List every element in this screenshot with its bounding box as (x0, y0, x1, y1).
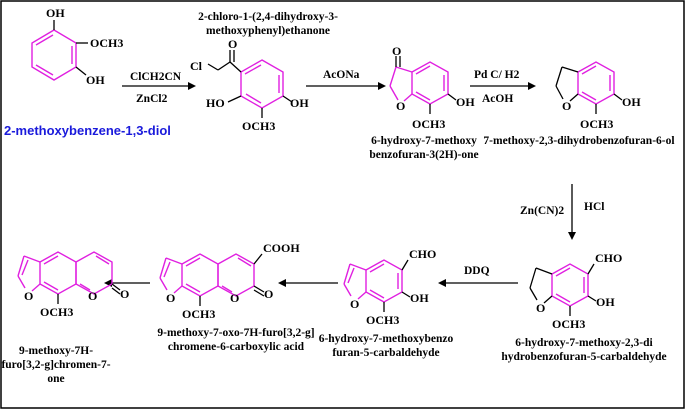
compound-2: 2-chloro-1-(2,4-dihydroxy-3- methoxyphen… (190, 11, 338, 133)
c2-name-2: methoxyphenyl)ethanone (206, 25, 330, 37)
c3-ketone-o: O (392, 44, 401, 58)
c4-oh: OH (622, 95, 641, 109)
c3-och3: OCH3 (412, 117, 445, 131)
c6-oh: OH (410, 291, 429, 305)
c8-pyran-o: O (88, 289, 97, 303)
c8-keto-o: O (120, 287, 129, 301)
step-1: ClCH2CN ZnCl2 (122, 71, 196, 105)
c2-och3: OCH3 (242, 119, 275, 133)
c5-name-1: 6-hydroxy-7-methoxy-2,3-di (515, 337, 653, 349)
c4-och3: OCH3 (580, 117, 613, 131)
c8-och3: OCH3 (40, 305, 73, 319)
c2-cl: Cl (190, 59, 203, 73)
compound-7: COOH O O O OCH3 9-methoxy-7-oxo-7H-furo[… (157, 241, 314, 353)
step-2: AcONa (306, 69, 386, 90)
compound-8: O O O OCH3 9-methoxy-7H- furo[3,2-g]chro… (1, 251, 129, 385)
reagent-pdc-h2: Pd C/ H2 (474, 69, 520, 81)
c3-name-2: benzofuran-3(2H)-one (369, 149, 478, 161)
reagent-ddq: DDQ (464, 265, 490, 277)
c2-o: O (228, 37, 237, 51)
c4-ring-o: O (562, 99, 571, 113)
c2-name-1: 2-chloro-1-(2,4-dihydroxy-3- (198, 11, 338, 23)
c1-och3: OCH3 (90, 36, 123, 50)
compound-1: OH OCH3 OH 2-methoxybenzene-1,3-diol (4, 6, 171, 138)
c5-name-2: hydrobenzofuran-5-carbaldehyde (501, 351, 666, 363)
c6-name-2: furan-5-carbaldehyde (332, 347, 439, 359)
c3-ring-o: O (396, 99, 405, 113)
reagent-aconna: AcONa (323, 69, 360, 81)
c5-och3: OCH3 (552, 317, 585, 331)
c7-name-2: chromene-6-carboxylic acid (168, 341, 305, 353)
step-6 (278, 279, 338, 287)
c6-name-1: 6-hydroxy-7-methoxybenzo (319, 333, 454, 345)
reagent-zncl2: ZnCl2 (136, 93, 168, 105)
reagent-zn-cn-2: Zn(CN)2 (520, 205, 564, 217)
reagent-acoh: AcOH (482, 93, 513, 105)
step-7 (104, 279, 150, 287)
c5-ring-o: O (536, 301, 545, 315)
compound-4: O OH OCH3 7-methoxy-2,3-dihydrobenzofura… (483, 61, 675, 147)
c1-oh-bottom: OH (86, 73, 105, 87)
c8-name-2: furo[3,2-g]chromen-7- (1, 359, 110, 371)
c2-ho: HO (206, 96, 225, 110)
c7-pyran-o: O (230, 291, 239, 305)
compound-3: O O OH OCH3 6-hydroxy-7-methoxy benzofur… (369, 44, 478, 161)
compound-6: CHO O OH OCH3 6-hydroxy-7-methoxybenzo f… (319, 247, 454, 359)
c5-oh: OH (596, 295, 615, 309)
c3-oh: OH (456, 95, 475, 109)
c8-name-3: one (47, 373, 64, 385)
c7-och3: OCH3 (182, 307, 215, 321)
c4-name: 7-methoxy-2,3-dihydrobenzofuran-6-ol (483, 135, 674, 147)
c6-cho: CHO (409, 247, 436, 261)
step-5: DDQ (438, 265, 518, 287)
step-3: Pd C/ H2 AcOH (470, 69, 536, 105)
c8-name-1: 9-methoxy-7H- (19, 345, 93, 357)
step-4: Zn(CN)2 HCl (520, 184, 604, 240)
c6-ring-o: O (350, 297, 359, 311)
c7-keto-o: O (264, 287, 273, 301)
reagent-hcl: HCl (584, 201, 604, 213)
c3-name-1: 6-hydroxy-7-methoxy (371, 135, 477, 147)
c2-oh: OH (290, 96, 309, 110)
c1-oh-top: OH (46, 6, 65, 20)
c5-cho: CHO (595, 251, 622, 265)
c6-och3: OCH3 (366, 313, 399, 327)
c1-name: 2-methoxybenzene-1,3-diol (4, 123, 171, 138)
c7-furan-o: O (166, 291, 175, 305)
c7-cooh: COOH (263, 241, 300, 255)
c7-name-1: 9-methoxy-7-oxo-7H-furo[3,2-g] (157, 327, 314, 339)
reagent-clch2cn: ClCH2CN (130, 71, 182, 83)
c8-furan-o: O (24, 289, 33, 303)
compound-5: CHO O OH OCH3 6-hydroxy-7-methoxy-2,3-di… (501, 251, 666, 363)
